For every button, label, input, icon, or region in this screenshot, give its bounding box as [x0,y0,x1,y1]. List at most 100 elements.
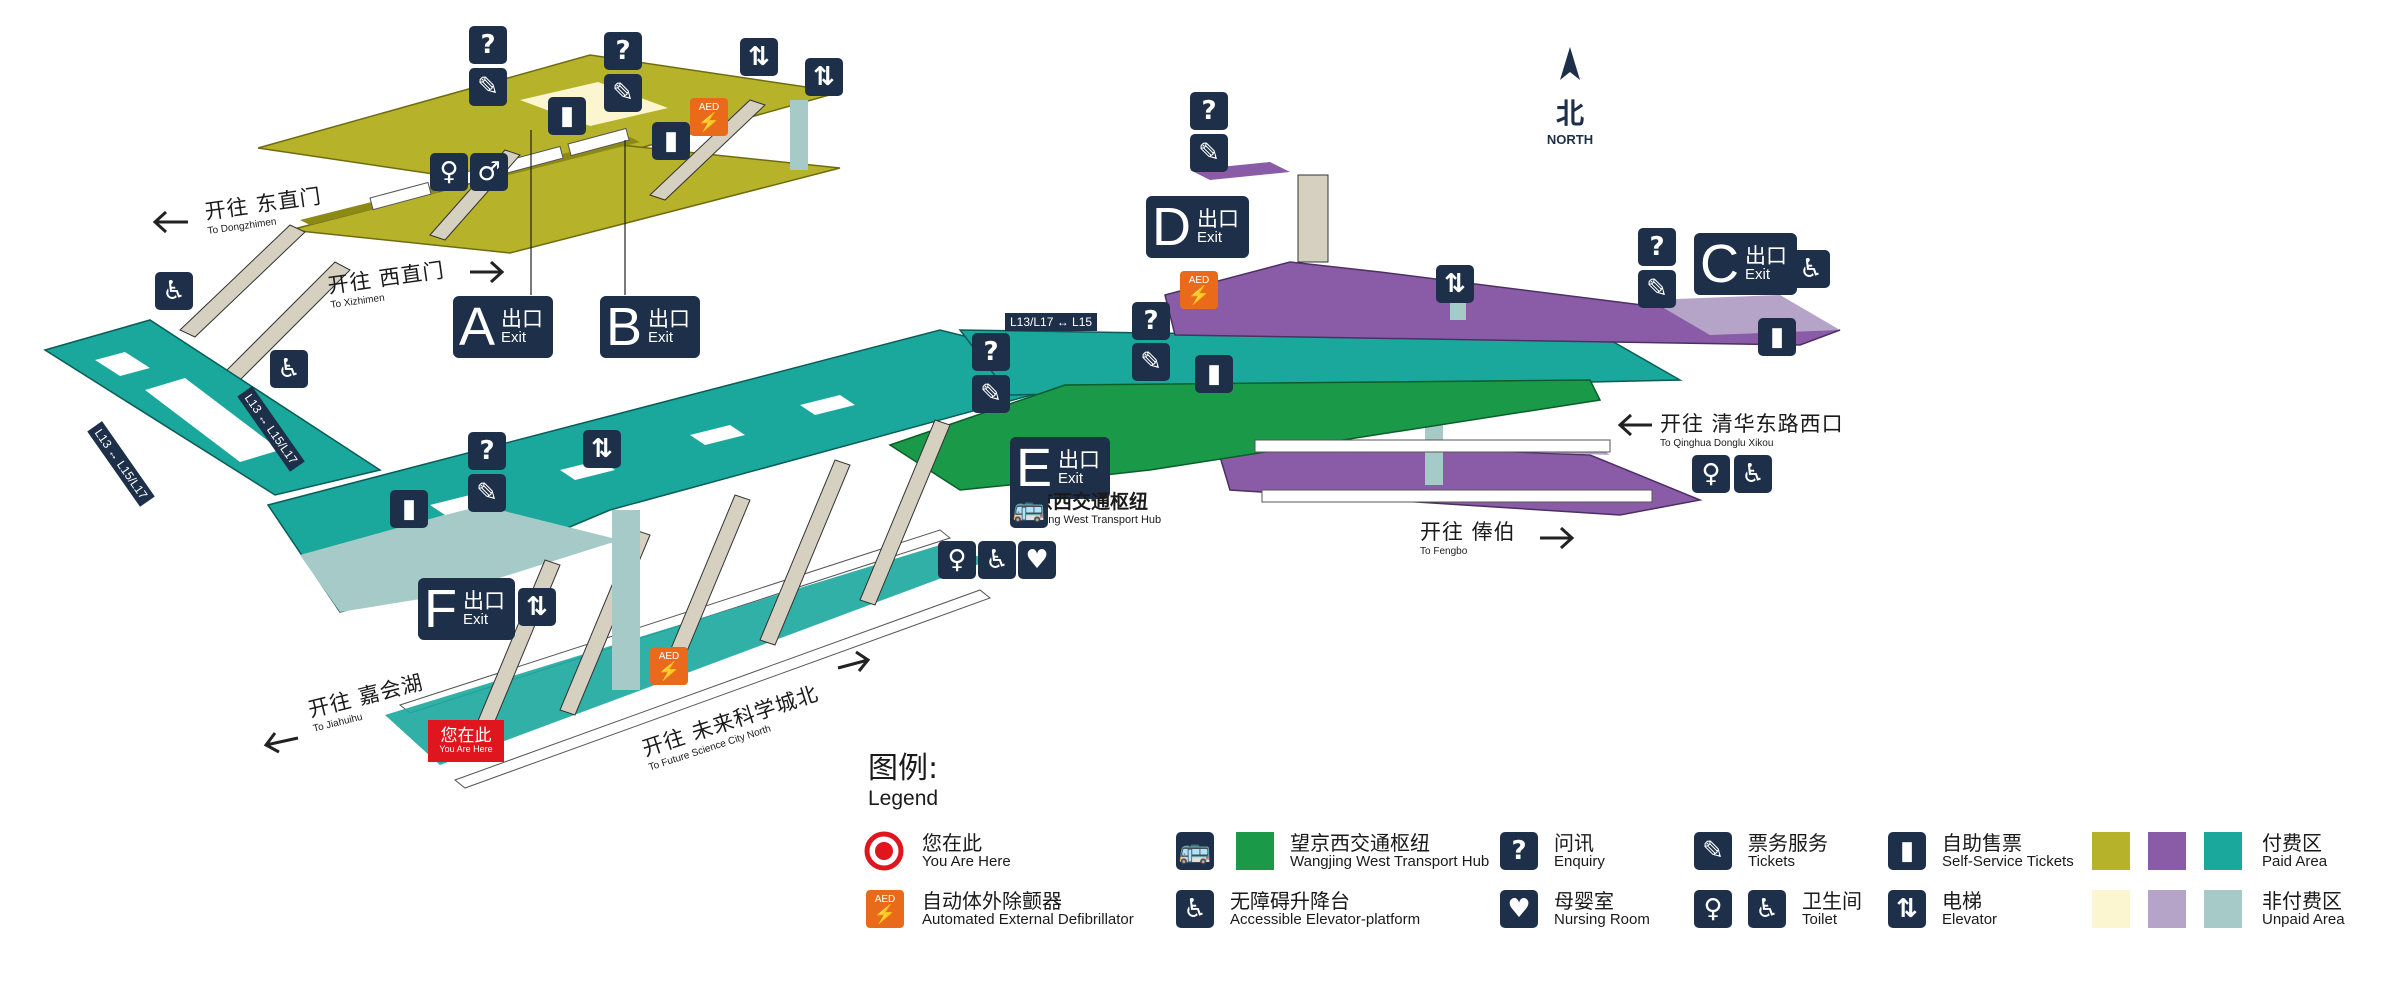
tickets-icon: ✎ [469,68,507,106]
ticket-machine-icon: ▮ [1888,832,1926,870]
exit-en: Exit [463,611,489,629]
aed-label: AED [1188,275,1210,286]
legend-zh: 自助售票 [1942,831,2022,855]
direction-arrows [152,210,1652,754]
direction-fengbo: 开往 俸伯 To Fengbo [1420,516,1516,557]
legend-en: Self-Service Tickets [1942,853,2074,870]
legend-zh: 卫生间 [1802,889,1862,913]
legend-item-tickets: 票务服务 Tickets [1748,832,1828,871]
exit-zh: 出口 [1197,207,1239,232]
exit-letter: B [606,297,643,357]
legend-zh: 母婴室 [1554,889,1614,913]
legend-zh: 票务服务 [1748,831,1828,855]
toilet-icon: ♿ [1734,455,1772,493]
direction-qinghua: 开往 清华东路西口 To Qinghua Donglu Xikou [1660,408,1844,449]
accessible-lift-icon: ♿ [1176,890,1214,928]
legend-zh: 望京西交通枢纽 [1290,831,1430,855]
here-en: You Are Here [439,744,493,755]
elevator-icon: ⇅ [1888,890,1926,928]
olive-level [257,54,841,254]
legend-title: 图例: Legend [868,743,938,811]
legend-zh: 自动体外除颤器 [922,889,1062,913]
legend-title-zh: 图例: [868,751,939,786]
exit-en: Exit [501,329,527,347]
ticket-machine-icon: ▮ [1195,355,1233,393]
legend-en: Nursing Room [1554,911,1650,928]
enquiry-icon: ? [469,26,507,64]
aed-label: AED [698,102,720,113]
here-zh: 您在此 [440,725,492,746]
enquiry-icon: ? [1190,92,1228,130]
enquiry-icon: ? [468,432,506,470]
exit-zh: 出口 [1058,448,1101,473]
transfer-tag: L13/L17 ↔ L15 [1005,313,1098,331]
tickets-icon: ✎ [1132,343,1170,381]
legend-item-toilet: 卫生间 Toilet [1802,890,1862,929]
legend-en: You Are Here [922,853,1011,870]
exit-en: Exit [648,329,674,347]
enquiry-icon: ? [604,32,642,70]
aed-icon: AED⚡ [866,890,904,928]
exit-letter: D [1152,197,1191,257]
enquiry-icon: ? [972,333,1010,371]
legend-zh: 无障碍升降台 [1230,889,1350,913]
trains [398,439,1653,789]
aed-label: AED [874,894,896,905]
legend-en: Tickets [1748,853,1795,870]
direction-en: To Qinghua Donglu Xikou [1660,438,1774,449]
legend-zh: 您在此 [922,831,982,855]
toilet-icon: ♿ [1748,890,1786,928]
accessible-lift-icon: ♿ [1792,250,1830,288]
legend-en: Wangjing West Transport Hub [1290,853,1490,870]
aed-icon: AED⚡ [650,647,688,685]
tickets-icon: ✎ [468,474,506,512]
legend-item-paid-area: 付费区 Paid Area [2262,832,2327,871]
legend-item-transport-hub: 望京西交通枢纽 Wangjing West Transport Hub [1290,832,1489,871]
legend-en: Accessible Elevator-platform [1230,911,1421,928]
accessible-lift-icon: ♿ [270,350,308,388]
exit-letter: C [1700,234,1739,294]
exit-letter: A [459,297,496,357]
nursing-room-icon: ♥ [1018,541,1056,579]
hub-label: 望京西交通枢纽 Wangjing West Transport Hub [1015,491,1162,526]
accessible-lift-icon: ♿ [155,272,193,310]
elevator-icon: ⇅ [1436,265,1474,303]
compass-icon [1560,47,1580,80]
hub-zh: 望京西交通枢纽 [1015,491,1149,513]
transport-hub-icon: 🚌 [1176,832,1214,870]
legend-item-elevator: 电梯 Elevator [1942,890,1997,929]
toilet-icon: ♀ [938,541,976,579]
direction-zh: 开往 清华东路西口 [1660,412,1844,436]
exit-en: Exit [1745,266,1771,284]
exit-letter: E [1016,438,1053,498]
nursing-room-icon: ♥ [1500,890,1538,928]
ticket-machine-icon: ▮ [1758,318,1796,356]
legend-zh: 问讯 [1554,831,1594,855]
toilet-icon: ♀ [430,153,468,191]
tickets-icon: ✎ [1694,832,1732,870]
legend-swatches [1236,832,2242,928]
aed-label: AED [658,651,680,662]
you-are-here-badge: 您在此 You Are Here [428,720,504,762]
legend-en: Elevator [1942,911,1998,928]
legend-zh: 非付费区 [2262,889,2342,913]
hub-en: Wangjing West Transport Hub [1015,513,1162,526]
exit-zh: 出口 [501,307,544,332]
ticket-machine-icon: ▮ [548,97,586,135]
legend-en: Unpaid Area [2262,911,2345,928]
aed-icon: AED⚡ [690,98,728,136]
exit-zh: 出口 [463,589,505,614]
elevator-icon: ⇅ [805,58,843,96]
elevator-icon: ⇅ [518,588,556,626]
toilet-icon: ♿ [978,541,1016,579]
you-are-here-icon [864,831,904,871]
ticket-machine-icon: ▮ [652,122,690,160]
toilet-icon: ♂ [470,153,508,191]
ticket-machine-icon: ▮ [390,490,428,528]
